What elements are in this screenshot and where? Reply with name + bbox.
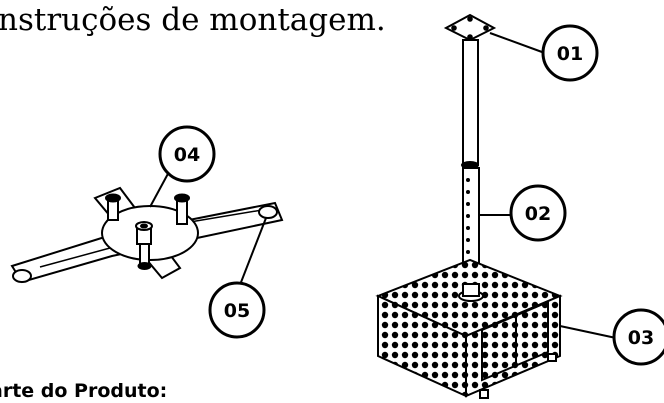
callout-04: 04 [158,125,216,183]
leader-lines [149,32,617,339]
callout-02: 02 [509,184,567,242]
ceiling-mount [443,13,497,169]
callout-04-label: 04 [174,144,200,166]
callout-01: 01 [541,24,599,82]
callout-01-label: 01 [557,43,583,65]
cross-bracket [10,186,284,284]
instructions-heading: nstruções de montagem. [0,2,386,38]
callout-02-label: 02 [525,203,551,225]
callout-05: 05 [208,281,266,339]
callout-03-label: 03 [628,327,654,349]
upper-pole [462,39,479,166]
protective-cage [375,258,563,399]
product-parts-label: arte do Produto: [0,380,168,402]
callout-05-label: 05 [224,300,250,322]
callout-03: 03 [612,308,664,366]
